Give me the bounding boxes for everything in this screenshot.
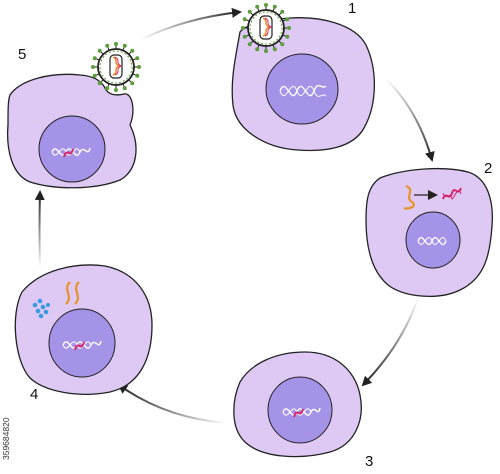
cell-step-5 <box>6 73 137 189</box>
envelope-spikes <box>241 3 291 53</box>
step-label-4: 4 <box>30 386 39 403</box>
provirus-segment <box>293 408 304 418</box>
spike-knob <box>135 73 140 78</box>
step-label-1: 1 <box>348 0 357 17</box>
step-label-3: 3 <box>365 453 374 470</box>
viral-rna <box>403 184 415 210</box>
spike-knob <box>255 4 260 9</box>
spike-knob <box>280 42 285 47</box>
spike-knob <box>92 73 97 78</box>
spike-knob <box>135 56 140 61</box>
spike-knob <box>97 81 102 86</box>
arrow-2-to-3 <box>361 297 419 387</box>
spike-knob <box>114 88 118 92</box>
envelope-spikes <box>91 42 141 92</box>
cell-step-4 <box>14 264 153 395</box>
spike-knob <box>247 42 252 47</box>
virion-budding-cell-5 <box>91 42 141 92</box>
spike-knob <box>285 34 290 39</box>
spike-knob <box>264 3 268 7</box>
spike-knob <box>91 65 95 69</box>
arrow-4-to-5 <box>34 190 45 269</box>
spike-knob <box>114 42 118 46</box>
provirus-segment <box>63 148 74 158</box>
step-label-5: 5 <box>18 46 27 63</box>
virion-entering-cell-1 <box>241 3 291 53</box>
cell-step-2 <box>365 167 494 297</box>
cell-step-3 <box>233 351 362 458</box>
capsid <box>259 15 273 40</box>
new-viral-rna-2 <box>74 281 80 305</box>
spike-knob <box>287 26 291 30</box>
viral-dna <box>442 187 462 200</box>
nucleus <box>267 376 333 444</box>
spike-knob <box>122 86 127 91</box>
spike-knob <box>280 9 285 14</box>
spike-knob <box>272 47 277 52</box>
spike-knob <box>285 17 290 22</box>
spike-knob <box>137 65 141 69</box>
spike-knob <box>122 43 127 48</box>
spike-knob <box>255 47 260 52</box>
spike-knob <box>272 4 277 9</box>
nucleus <box>265 53 339 125</box>
new-viral-rna-1 <box>65 281 71 305</box>
spike-knob <box>130 81 135 86</box>
spike-knob <box>105 86 110 91</box>
arrow-3-to-4 <box>117 383 227 424</box>
spike-knob <box>130 48 135 53</box>
capsid <box>109 54 123 79</box>
cycle-arrows <box>34 7 435 424</box>
viral-proteins <box>32 298 50 319</box>
spike-knob <box>242 17 247 22</box>
spike-knob <box>97 48 102 53</box>
host-dna <box>279 84 327 97</box>
provirus-segment <box>74 341 85 351</box>
spike-knob <box>247 9 252 14</box>
spike-knob <box>264 49 268 53</box>
viral-rna <box>262 17 271 37</box>
stock-id-text: 359684820 <box>1 417 11 460</box>
host-dna-strand-2 <box>279 85 327 97</box>
arrow-1-to-2 <box>384 77 435 162</box>
spike-knob <box>92 56 97 61</box>
arrow-5-to-1 <box>139 7 242 41</box>
spike-knob <box>242 34 247 39</box>
step-label-2: 2 <box>484 160 493 177</box>
spike-knob <box>241 26 245 30</box>
spike-knob <box>105 43 110 48</box>
viral-rna <box>112 56 121 76</box>
